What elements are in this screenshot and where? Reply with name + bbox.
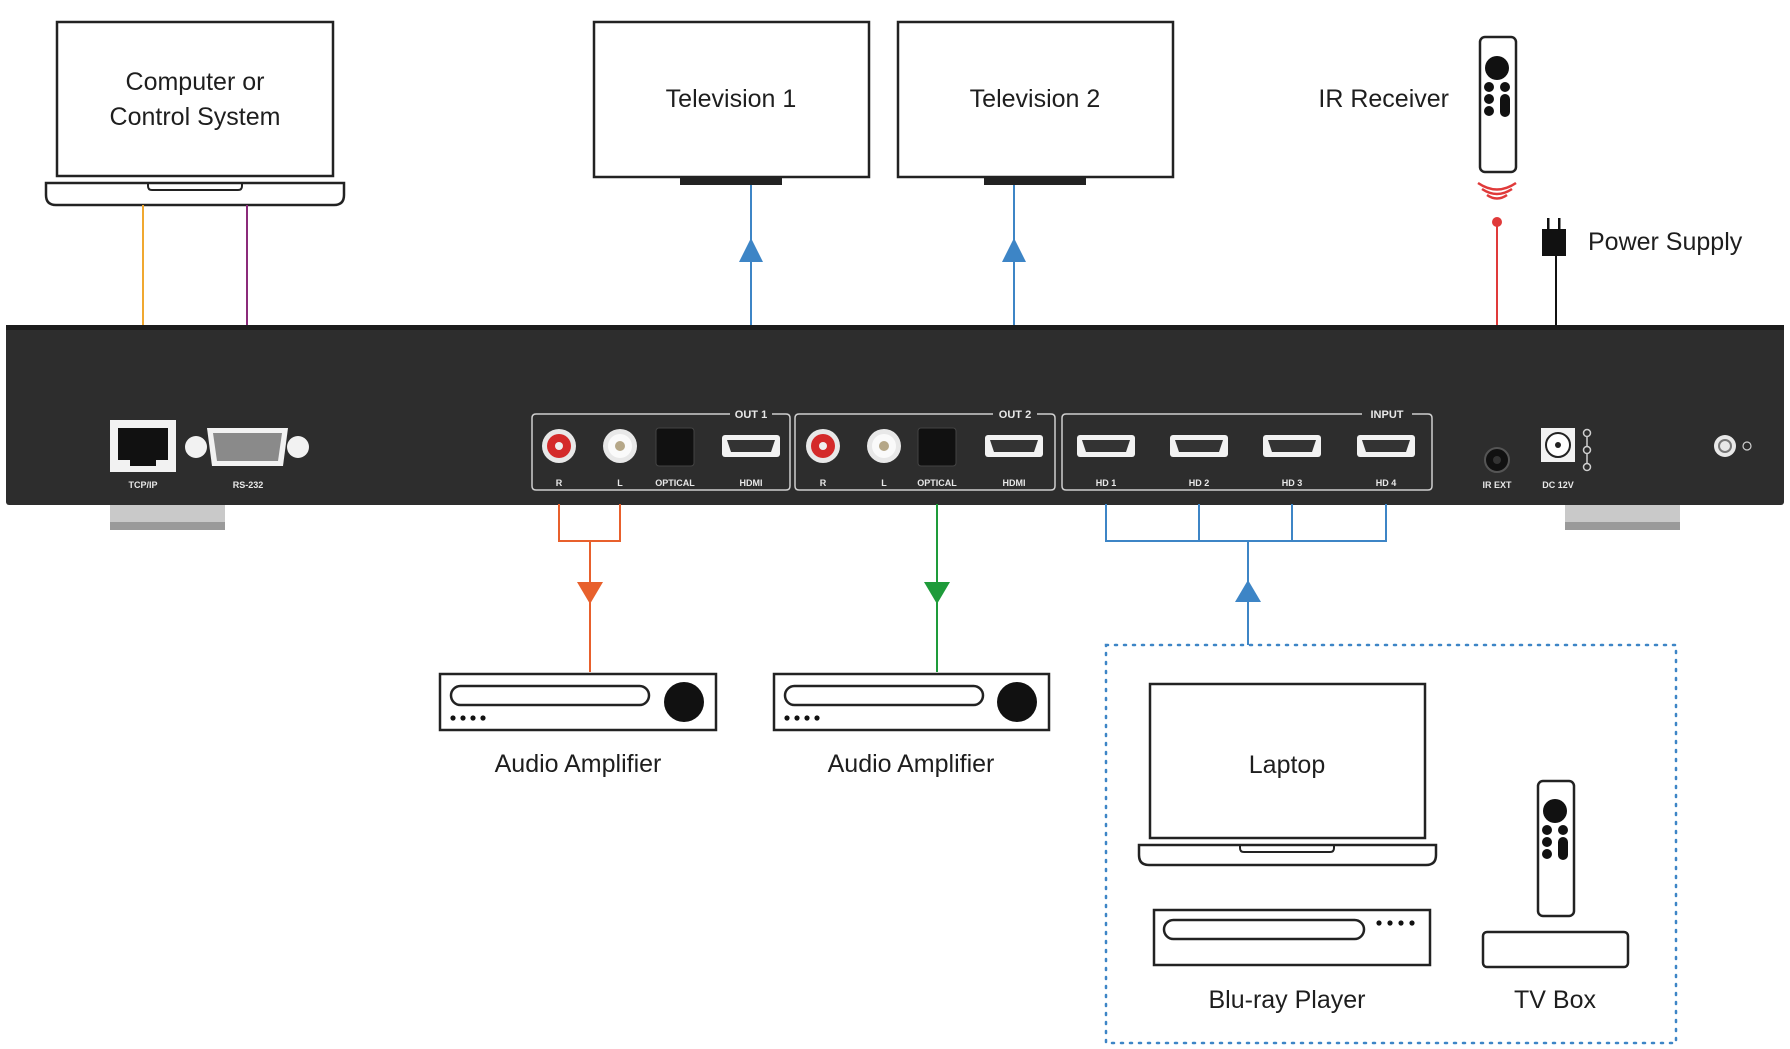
out2-optical-label: OPTICAL [917,478,957,488]
tvbox-label: TV Box [1514,986,1596,1014]
out2-r-label: R [820,478,827,488]
arrow-down-icon [577,582,603,604]
rs232-port: RS-232 [185,428,309,490]
input-label: INPUT [1371,409,1404,421]
computer-device: Computer or Control System [44,20,346,207]
tv1-label: Television 1 [666,85,797,113]
out2-hdmi-label: HDMI [1003,478,1026,488]
ir-receiver-device: IR Receiver [1318,35,1518,200]
ir-ext-label: IR EXT [1482,480,1512,490]
power-plug-icon [1542,218,1566,256]
tv2-label: Television 2 [970,85,1101,113]
dc-12v-port: DC 12V [1541,428,1592,490]
tv-box-device: TV Box [1481,779,1630,1014]
audio-amplifier-1: Audio Amplifier [438,672,718,778]
rs232-port-label: RS-232 [233,480,264,490]
ground-screw-icon [1714,435,1752,457]
bluray-player-device: Blu-ray Player [1152,908,1432,1014]
hd3-label: HD 3 [1282,478,1303,488]
audio-amplifier-2: Audio Amplifier [772,672,1051,778]
out1-r-label: R [556,478,563,488]
power-supply-device: Power Supply [1542,218,1743,256]
laptop-label: Laptop [1249,751,1325,779]
arrow-up-icon [739,238,763,262]
out2-port-group: OUT 2 R L OPTICAL HDMI [794,409,1056,491]
hd2-label: HD 2 [1189,478,1210,488]
arrow-up-icon [1235,580,1261,602]
television-2: Television 2 [896,20,1175,185]
ir-ext-port: IR EXT [1482,447,1512,490]
out2-label: OUT 2 [999,409,1031,421]
matrix-rear-panel: TCP/IP RS-232 OUT 1 R L OPTICAL HDMI [6,325,1784,530]
analog-audio-cable [558,504,621,672]
out1-hdmi-label: HDMI [740,478,763,488]
tcpip-port-label: TCP/IP [128,480,157,490]
arrow-up-icon [1002,238,1026,262]
source-devices-group: Laptop Blu-ray Player TV Box [1104,643,1678,1045]
amp2-label: Audio Amplifier [828,750,995,778]
out1-label: OUT 1 [735,409,767,421]
hdmi-input-cable [1105,504,1387,645]
dc-12v-label: DC 12V [1542,480,1574,490]
laptop-device: Laptop [1137,682,1438,867]
out1-port-group: OUT 1 R L OPTICAL HDMI [531,409,791,491]
computer-label-line2: Control System [110,103,281,131]
hd1-label: HD 1 [1096,478,1117,488]
television-1: Television 1 [592,20,871,185]
computer-label-line1: Computer or [126,68,265,96]
tcpip-port: TCP/IP [110,420,176,490]
power-supply-label: Power Supply [1588,228,1743,256]
arrow-down-icon [924,582,950,604]
out1-optical-label: OPTICAL [655,478,695,488]
input-port-group: INPUT HD 1 HD 2 HD 3 HD 4 [1061,409,1433,491]
ir-signal-icon [1477,181,1517,200]
out2-l-label: L [881,478,887,488]
ir-receiver-label: IR Receiver [1318,85,1449,113]
out1-l-label: L [617,478,623,488]
hd4-label: HD 4 [1376,478,1397,488]
bluray-label: Blu-ray Player [1209,986,1366,1014]
amp1-label: Audio Amplifier [495,750,662,778]
